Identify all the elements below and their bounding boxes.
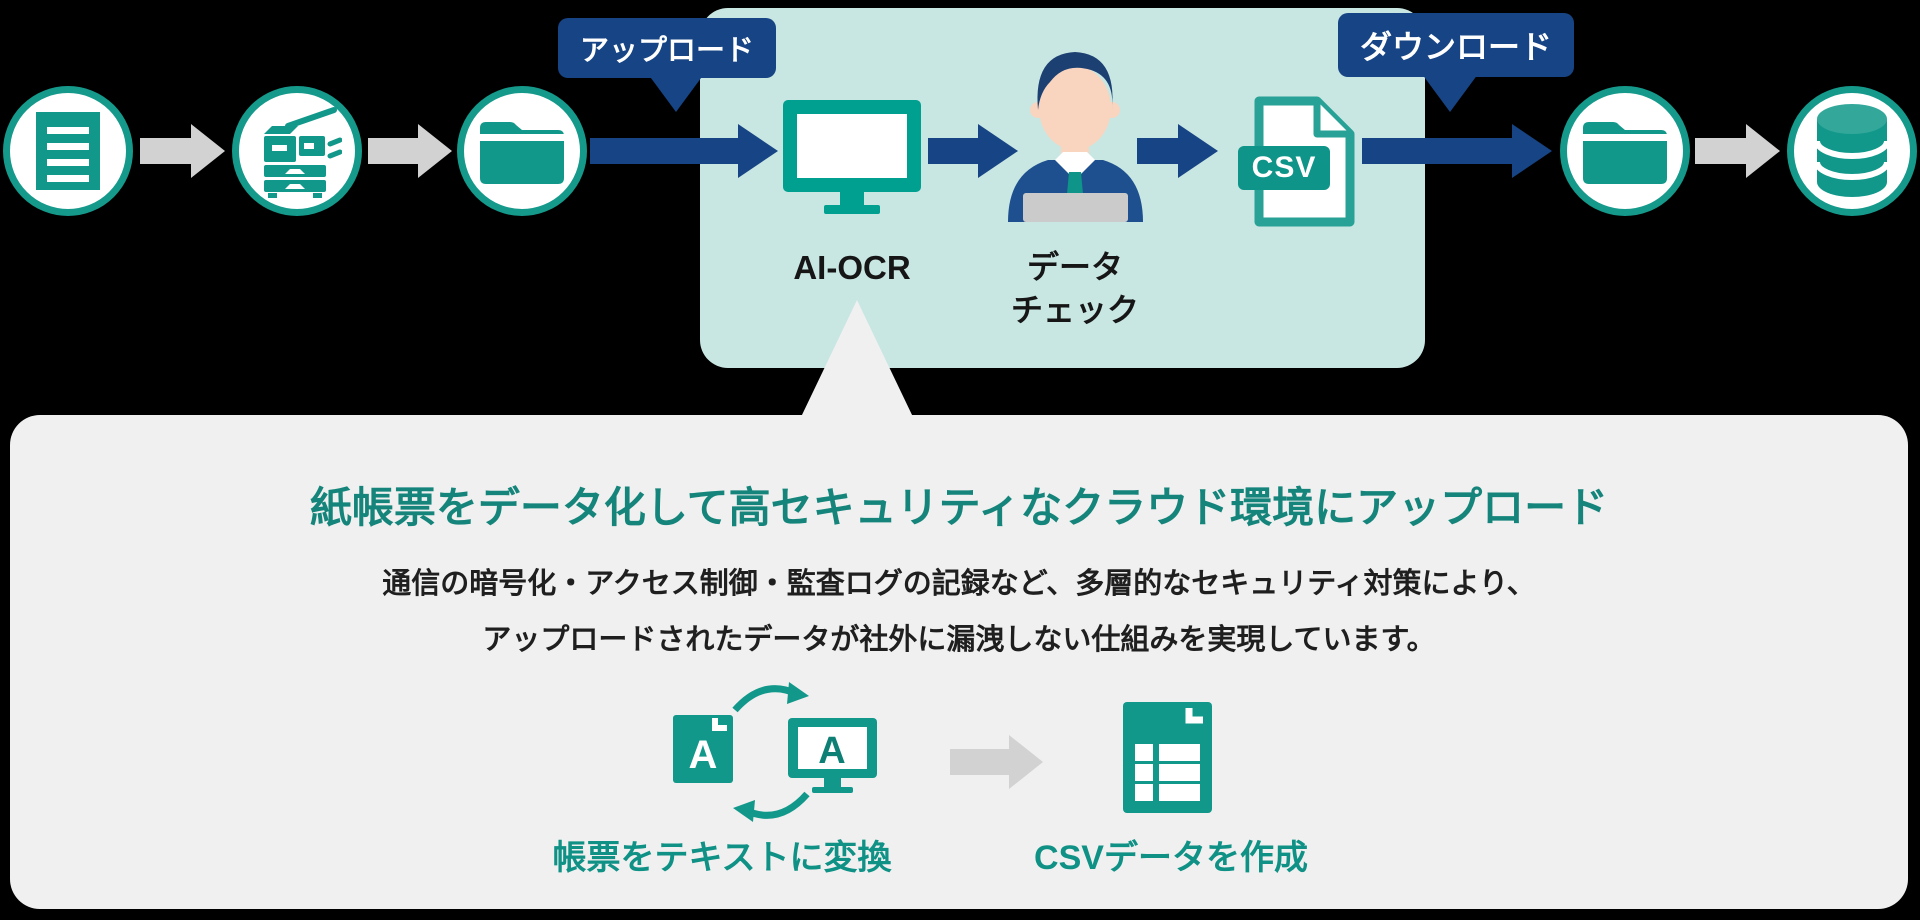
ai-ocr-label: AI-OCR <box>793 249 911 286</box>
arrow-head <box>1746 124 1780 178</box>
arrow-head <box>1009 735 1043 789</box>
arrow-head <box>191 124 225 178</box>
flow-arrow <box>368 124 452 178</box>
ai-ocr-monitor-icon <box>783 100 921 214</box>
document-icon <box>36 112 100 190</box>
arrow-shaft <box>950 749 1013 775</box>
flow-arrow-blue <box>1137 124 1218 178</box>
flow-arrow <box>140 124 225 178</box>
arrow-head <box>1512 124 1552 178</box>
arrow-head <box>418 124 452 178</box>
download-folder-step <box>1560 86 1690 216</box>
copier-icon <box>264 107 342 198</box>
download-badge-tail <box>1422 74 1478 112</box>
folder-icon <box>1583 122 1667 184</box>
callout-body-line1: 通信の暗号化・アクセス制御・監査ログの記録など、多層的なセキュリティ対策により、 <box>382 568 1536 600</box>
data-check-line2: チェック <box>1010 292 1140 329</box>
callout-pointer <box>801 300 913 417</box>
arrow-shaft <box>1695 138 1750 164</box>
database-icon <box>1814 104 1890 197</box>
upload-badge: アップロード <box>558 18 777 78</box>
ocr-monitor-small-icon: A <box>788 718 877 793</box>
paper-form-step <box>3 86 133 216</box>
folder-icon <box>480 122 564 184</box>
callout-arrow <box>950 735 1043 789</box>
scan-step <box>232 86 362 216</box>
create-csv-label: CSVデータを作成 <box>1034 839 1308 877</box>
operator-icon <box>1008 52 1143 222</box>
csv-table-icon <box>1123 702 1212 813</box>
arrow-head <box>738 124 778 178</box>
flow-arrow-blue <box>928 124 1018 178</box>
convert-label: 帳票をテキストに変換 <box>552 839 892 877</box>
data-check-label: データ チェック <box>1011 246 1139 332</box>
upload-folder-step <box>457 86 587 216</box>
monitor-letter: A <box>818 730 845 772</box>
database-step <box>1787 86 1917 216</box>
download-badge: ダウンロード <box>1338 13 1575 77</box>
text-document-icon: A <box>673 715 733 783</box>
arrow-shaft <box>140 138 195 164</box>
arrow-shaft <box>928 138 982 164</box>
security-callout-panel <box>10 415 1908 909</box>
csv-file-badge: CSV <box>1238 146 1330 190</box>
arrow-head <box>978 124 1018 178</box>
upload-badge-tail <box>648 74 704 112</box>
callout-title: 紙帳票をデータ化して高セキュリティなクラウド環境にアップロード <box>309 484 1609 531</box>
arrow-shaft <box>1362 138 1516 164</box>
flow-arrow <box>1695 124 1780 178</box>
doc-letter: A <box>689 733 718 777</box>
arrow-shaft <box>590 138 742 164</box>
sync-arrows-icon <box>732 682 810 822</box>
data-check-line1: データ <box>1026 249 1124 285</box>
arrow-head <box>1178 124 1218 178</box>
upload-arrow <box>590 124 778 178</box>
download-arrow <box>1362 124 1552 178</box>
arrow-shaft <box>1137 138 1182 164</box>
callout-body-line2: アップロードされたデータが社外に漏洩しない仕組みを実現しています。 <box>482 624 1436 656</box>
arrow-shaft <box>368 138 422 164</box>
